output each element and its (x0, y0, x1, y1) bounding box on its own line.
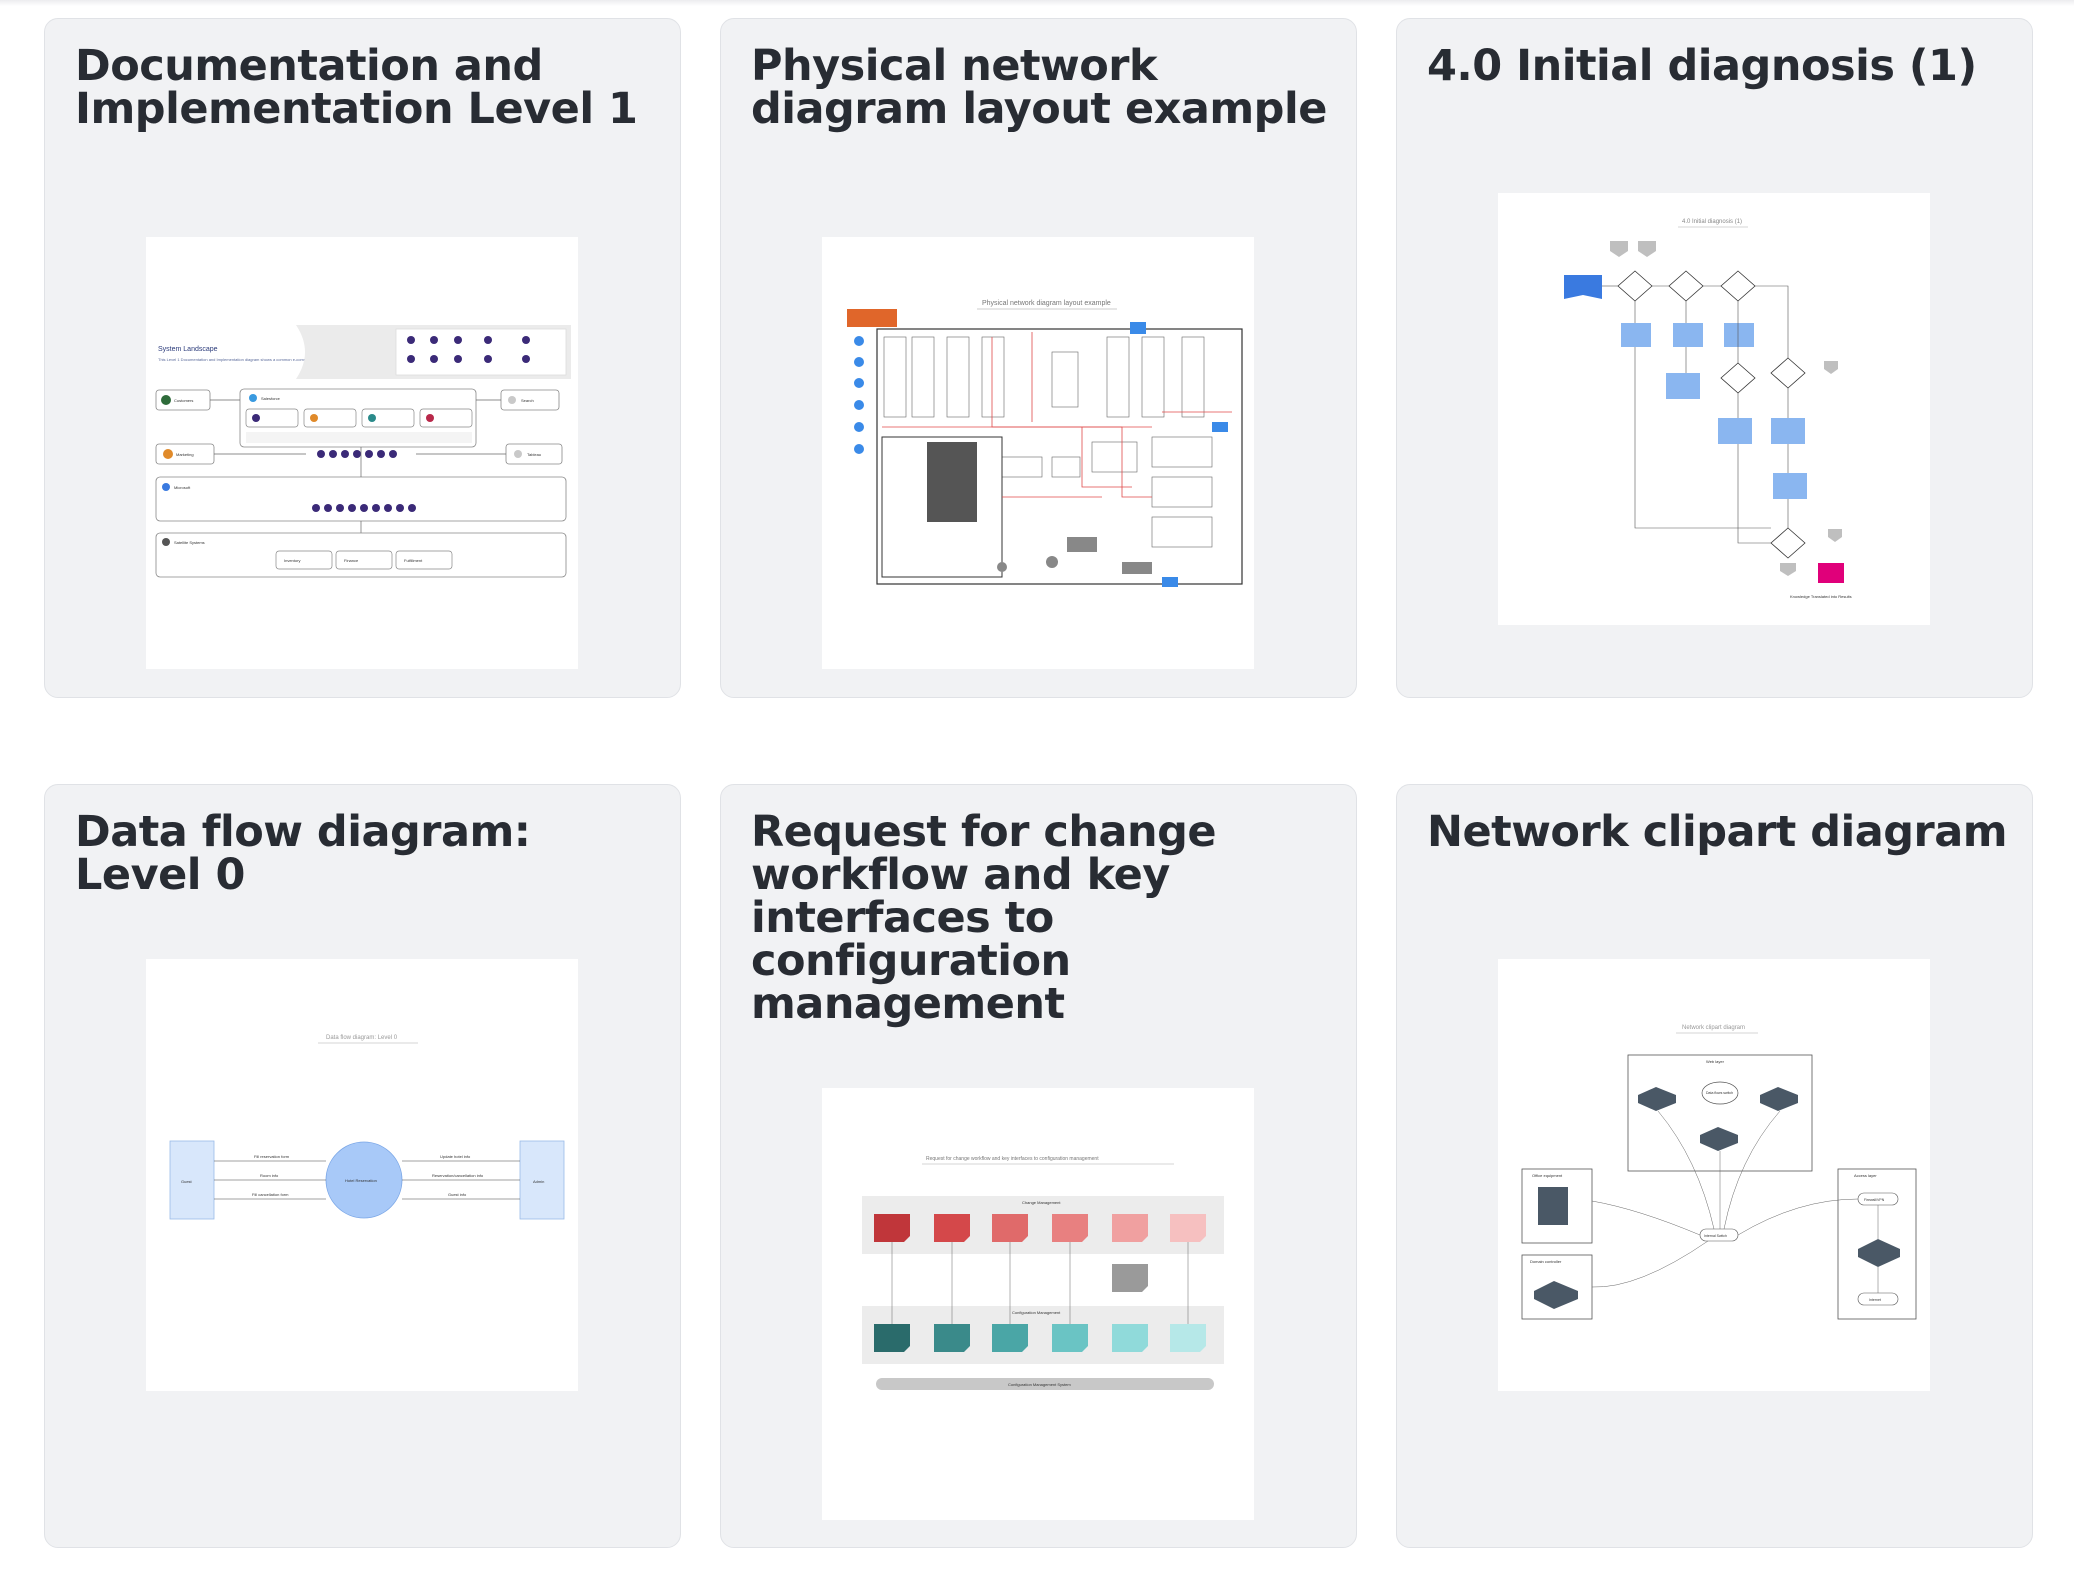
svg-text:Satellite Systems: Satellite Systems (174, 540, 205, 545)
card-thumbnail: 4.0 Initial diagnosis (1) Knowledge Tran… (1498, 193, 1930, 625)
svg-text:Hotel Reservation: Hotel Reservation (345, 1178, 377, 1183)
top-divider (0, 0, 2074, 6)
template-card-initial-diagnosis[interactable]: 4.0 Initial diagnosis (1) 4.0 Initial di… (1396, 18, 2033, 698)
card-title: 4.0 Initial diagnosis (1) (1427, 41, 1977, 91)
svg-text:Reservation/cancellation info: Reservation/cancellation info (432, 1173, 484, 1178)
card-title: Request for change workflow and key inte… (751, 807, 1217, 1029)
template-card-documentation-implementation[interactable]: Documentation and Implementation Level 1… (44, 18, 681, 698)
svg-text:Network clipart diagram: Network clipart diagram (1682, 1025, 1745, 1031)
svg-text:Microsoft: Microsoft (174, 485, 191, 490)
svg-text:Change Management: Change Management (1022, 1200, 1061, 1205)
system-landscape-preview: System Landscape This Level 1 Documentat… (155, 325, 571, 578)
svg-text:Web layer: Web layer (1706, 1059, 1725, 1064)
card-thumbnail: Physical network diagram layout example (822, 237, 1254, 669)
network-clipart-preview: Network clipart diagram Web layer Data f… (1521, 1025, 1917, 1320)
svg-text:Salesforce: Salesforce (261, 396, 281, 401)
template-card-network-clipart[interactable]: Network clipart diagram Network clipart … (1396, 784, 2033, 1548)
svg-text:Access layer: Access layer (1854, 1173, 1877, 1178)
diagnosis-flowchart-preview: 4.0 Initial diagnosis (1) Knowledge Tran… (1564, 219, 1852, 599)
svg-text:Admin: Admin (533, 1179, 544, 1184)
svg-text:Customers: Customers (174, 398, 193, 403)
svg-text:Tableau: Tableau (527, 452, 541, 457)
svg-text:Physical network diagram layou: Physical network diagram layout example (982, 300, 1111, 307)
svg-text:Fill reservation form: Fill reservation form (254, 1154, 290, 1159)
svg-text:Internal Switch: Internal Switch (1704, 1234, 1727, 1238)
svg-text:4.0 Initial diagnosis (1): 4.0 Initial diagnosis (1) (1682, 219, 1742, 225)
card-title: Data flow diagram: Level 0 (75, 807, 531, 900)
card-title: Network clipart diagram (1427, 807, 2008, 857)
svg-text:Fulfillment: Fulfillment (404, 558, 423, 563)
rfc-workflow-preview: Request for change workflow and key inte… (862, 1156, 1224, 1390)
svg-text:Domain controller: Domain controller (1530, 1259, 1562, 1264)
svg-text:System Landscape: System Landscape (158, 346, 218, 353)
svg-text:Inventory: Inventory (284, 558, 300, 563)
svg-text:Configuration Management: Configuration Management (1012, 1310, 1061, 1315)
svg-text:Update hotel info: Update hotel info (440, 1154, 471, 1159)
card-title: Physical network diagram layout example (751, 41, 1327, 134)
svg-text:Firewall/VPN: Firewall/VPN (1864, 1198, 1885, 1202)
template-card-request-for-change[interactable]: Request for change workflow and key inte… (720, 784, 1357, 1548)
template-card-data-flow-level-0[interactable]: Data flow diagram: Level 0 Data flow dia… (44, 784, 681, 1548)
svg-text:Data flow diagram: Level 0: Data flow diagram: Level 0 (326, 1035, 398, 1041)
svg-text:Marketing: Marketing (176, 452, 194, 457)
svg-text:Finance: Finance (344, 558, 359, 563)
svg-text:Configuration Management Syste: Configuration Management System (1008, 1382, 1071, 1387)
svg-text:Request for change workflow an: Request for change workflow and key inte… (926, 1156, 1099, 1162)
data-flow-preview: Data flow diagram: Level 0 Guest Hotel R… (169, 1035, 565, 1220)
svg-text:Office equipment: Office equipment (1532, 1173, 1563, 1178)
svg-text:Data flows switch: Data flows switch (1706, 1091, 1733, 1095)
svg-text:Knowledge Translated into Resu: Knowledge Translated into Results (1790, 594, 1852, 599)
svg-text:Internet: Internet (1869, 1298, 1881, 1302)
floor-plan-preview: Physical network diagram layout example (847, 300, 1243, 587)
card-title: Documentation and Implementation Level 1 (75, 41, 638, 134)
svg-text:Room info: Room info (260, 1173, 279, 1178)
template-card-physical-network[interactable]: Physical network diagram layout example … (720, 18, 1357, 698)
card-thumbnail: System Landscape This Level 1 Documentat… (146, 237, 578, 669)
svg-text:Fill cancellation form: Fill cancellation form (252, 1192, 289, 1197)
svg-text:Guest: Guest (181, 1179, 193, 1184)
card-thumbnail: Data flow diagram: Level 0 Guest Hotel R… (146, 959, 578, 1391)
svg-text:This Level 1 Documentation and: This Level 1 Documentation and Implement… (158, 357, 335, 362)
card-thumbnail: Network clipart diagram Web layer Data f… (1498, 959, 1930, 1391)
svg-text:Search: Search (521, 398, 534, 403)
card-thumbnail: Request for change workflow and key inte… (822, 1088, 1254, 1520)
svg-text:Guest info: Guest info (448, 1192, 467, 1197)
